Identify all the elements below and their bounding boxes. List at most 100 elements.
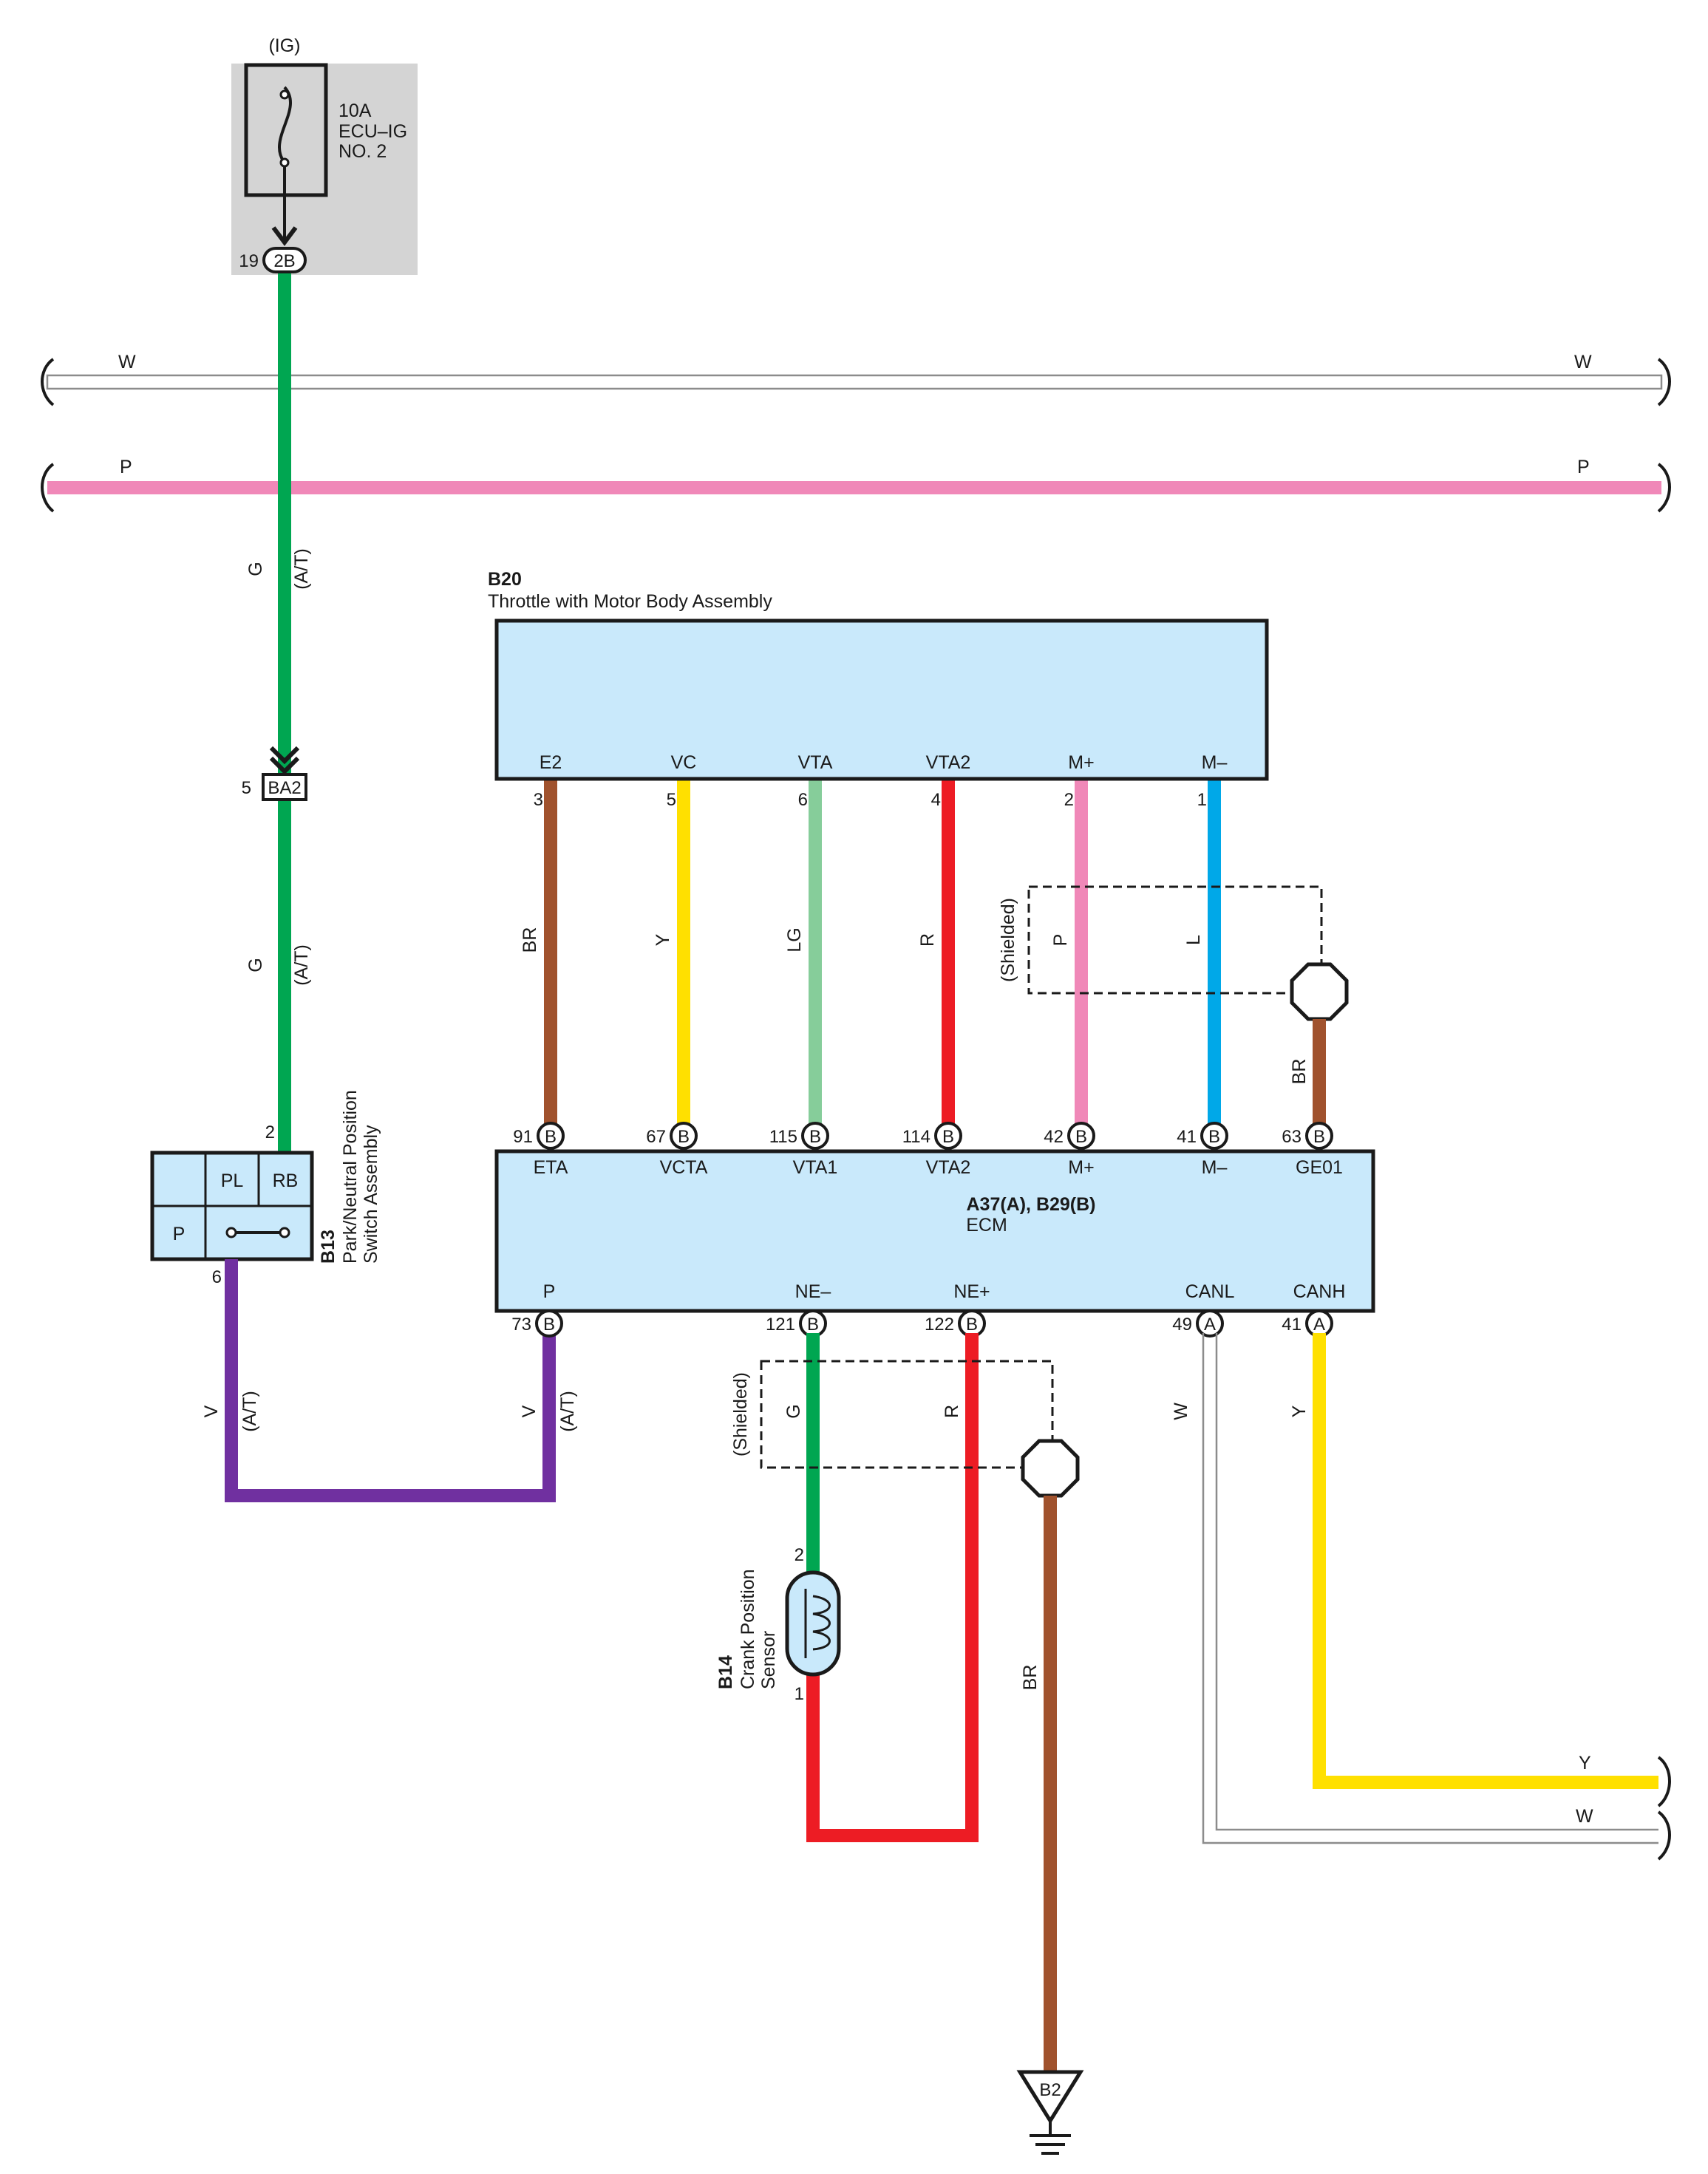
throttle-wire-color-3: LG — [784, 927, 805, 952]
ground-b2: B2 — [1016, 2070, 1084, 2155]
nsw-contact-left — [225, 1227, 237, 1238]
nsw-name-line1: Park/Neutral Position — [340, 1090, 361, 1264]
ecm-top-pin-3: 115 — [769, 1127, 797, 1147]
ecm-top-connector-id-3: B — [809, 1127, 821, 1147]
crank-coil-icon — [812, 1595, 831, 1651]
can-high-wire — [1313, 1333, 1658, 1789]
ecm-name: ECM — [966, 1215, 1007, 1236]
ecm-top-pin-2: 67 — [646, 1127, 666, 1147]
crank-pos-wire-color: R — [942, 1405, 962, 1418]
ecm-bottom-connector-id-4: A — [1204, 1315, 1216, 1335]
throttle-terminal-1: E2 — [540, 752, 562, 773]
can-high-out-label: Y — [1579, 1753, 1591, 1773]
violet-wire-color-left: V — [201, 1405, 222, 1417]
ground-triangle-icon — [1016, 2070, 1084, 2124]
fuse-name-line1: ECU–IG — [338, 121, 407, 142]
ecm-top-terminal-4: VTA2 — [926, 1157, 971, 1178]
ecm-top-pin-7: 63 — [1282, 1127, 1302, 1147]
ecm-top-pin-6: 41 — [1177, 1127, 1197, 1147]
fuse-rating: 10A — [338, 100, 372, 121]
throttle-wire-color-6: L — [1183, 935, 1204, 945]
throttle-name: Throttle with Motor Body Assembly — [488, 591, 772, 612]
junction-pin-number: 5 — [242, 778, 251, 798]
crank-pin-top: 2 — [795, 1545, 804, 1565]
violet-wire-note-left: (A/T) — [239, 1391, 260, 1432]
ecm-top-connector-id-7: B — [1313, 1127, 1325, 1147]
p-bus-label-right: P — [1577, 457, 1590, 477]
green-wire-color-lower: G — [245, 958, 266, 972]
throttle-shield-ground-icon — [1290, 962, 1349, 1021]
nsw-contact-right — [279, 1227, 290, 1238]
crank-code: B14 — [715, 1655, 736, 1689]
ecm-top-terminals: B91ETAB67VCTAB115VTA1B114VTA2B42M+B41M–B… — [513, 1122, 1343, 1178]
nsw-code: B13 — [318, 1230, 338, 1264]
p-bus-break-right-icon — [1657, 463, 1671, 513]
throttle-shield-ground-color: BR — [1289, 1059, 1310, 1085]
park-neutral-switch: PL RB P 2 6 B13 Park/Neutral Position Sw… — [150, 1090, 381, 1287]
throttle-terminal-4: VTA2 — [926, 752, 971, 773]
throttle-pin-4: 4 — [931, 790, 941, 810]
crank-shield-ground-icon — [1021, 1439, 1080, 1498]
p-bus-break-left-icon — [41, 463, 55, 513]
ecm-top-connector-id-5: B — [1075, 1127, 1087, 1147]
can-low-wire — [1202, 1333, 1658, 1844]
ecm-top-terminal-6: M– — [1202, 1157, 1228, 1178]
ecm-bottom-connector-1 — [535, 1309, 563, 1338]
throttle-shield-label: (Shielded) — [998, 898, 1018, 982]
ecm-top-terminal-5: M+ — [1068, 1157, 1094, 1178]
junction-chevron-icon — [269, 746, 300, 765]
can-high-wire-color: Y — [1289, 1405, 1310, 1417]
throttle-wire-color-2: Y — [653, 933, 673, 946]
green-wire-color-upper: G — [245, 562, 266, 576]
ecm-bottom-connector-id-3: B — [966, 1315, 978, 1335]
green-supply-wire: G (A/T) G (A/T) BA2 5 — [242, 273, 312, 1153]
can-low-break-icon — [1657, 1810, 1671, 1861]
ecm-code: A37(A), B29(B) — [966, 1194, 1095, 1215]
ecm-top-terminal-2: VCTA — [660, 1157, 708, 1178]
ecm-bottom-pin-5: 41 — [1282, 1315, 1302, 1335]
throttle-pin-5: 2 — [1064, 790, 1074, 810]
throttle-pin-2: 5 — [667, 790, 676, 810]
throttle-pin-1: 3 — [534, 790, 543, 810]
ecm-bottom-pin-3: 122 — [925, 1315, 954, 1335]
w-bus-break-right-icon — [1657, 358, 1671, 406]
junction-chevron-icon-2 — [269, 756, 300, 775]
ecm-top-connector-id-2: B — [678, 1127, 690, 1147]
fuse-contact-bottom — [279, 157, 290, 168]
w-bus: W W — [41, 352, 1671, 406]
ecm-bottom-connector-id-1: B — [543, 1315, 555, 1335]
p-bus-label-left: P — [120, 457, 132, 477]
ecm-bottom-terminal-1: P — [543, 1281, 556, 1302]
ecm-top-pin-1: 91 — [513, 1127, 533, 1147]
violet-wire-color-right: V — [519, 1405, 540, 1417]
junction-connector-box — [262, 773, 307, 801]
ecm-top-terminal-7: GE01 — [1296, 1157, 1343, 1178]
crank-name-line2: Sensor — [758, 1631, 779, 1689]
ecm-bottom-terminal-5: CANH — [1293, 1281, 1346, 1302]
ecm-bottom-connector-id-5: A — [1313, 1315, 1325, 1335]
junction-connector-id: BA2 — [268, 778, 301, 798]
ecm-top-terminal-1: ETA — [534, 1157, 568, 1178]
green-wire-note-upper: (A/T) — [291, 548, 312, 590]
crank-neg-wire-color: G — [783, 1404, 804, 1418]
nsw-name-line2: Switch Assembly — [361, 1125, 381, 1264]
crank-ground-wire-color: BR — [1020, 1665, 1041, 1691]
fuse-supply-label: (IG) — [268, 35, 300, 56]
fuse-pin-number: 19 — [239, 251, 259, 271]
nsw-pin-bottom: 6 — [212, 1267, 222, 1287]
nsw-cell-p: P — [173, 1224, 186, 1244]
ecm-top-connector-5 — [1067, 1122, 1095, 1150]
can-high-break-icon — [1657, 1756, 1671, 1807]
fuse-arrow-icon — [271, 226, 298, 246]
ground-label: B2 — [1039, 2080, 1061, 2100]
violet-wire-path — [225, 1259, 556, 1502]
ecm-bottom-connector-4 — [1196, 1309, 1224, 1338]
ecm-top-terminal-3: VTA1 — [793, 1157, 838, 1178]
ecm-top-connector-7 — [1305, 1122, 1333, 1150]
nsw-cell-pl: PL — [221, 1171, 244, 1191]
crank-shield — [760, 1360, 1054, 1469]
violet-wire: V (A/T) V (A/T) — [201, 1259, 578, 1502]
